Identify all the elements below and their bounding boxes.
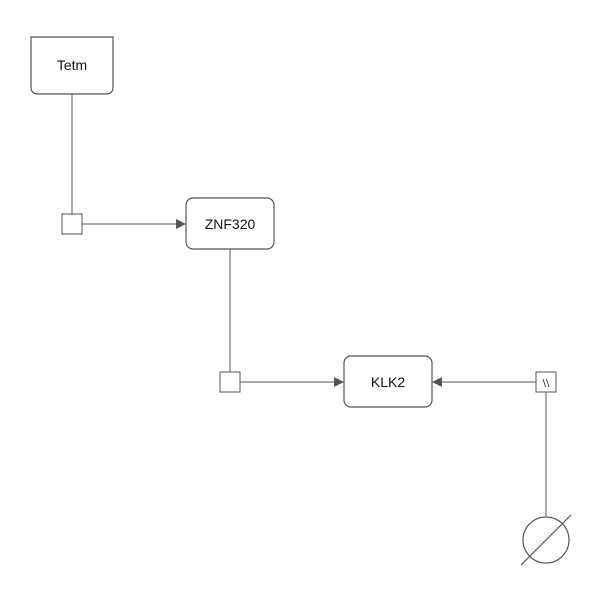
node-znf320-label: ZNF320	[205, 216, 256, 232]
node-klk2-shape	[343, 355, 433, 408]
node-tetm-label: Tetm	[57, 57, 87, 73]
node-znf320-shape	[185, 197, 275, 250]
source-sink-slash	[520, 514, 572, 566]
node-klk2-label: KLK2	[371, 374, 405, 390]
node-klk2[interactable]: KLK2	[343, 355, 433, 408]
source-sink-node[interactable]	[520, 514, 572, 566]
node-tetm[interactable]: Tetm	[30, 36, 114, 95]
uncertain-process-label: \\	[543, 378, 550, 389]
uncertain-process-shape	[535, 371, 557, 393]
node-znf320[interactable]: ZNF320	[185, 197, 275, 250]
process-node-1[interactable]	[61, 213, 83, 235]
process-node-2[interactable]	[219, 371, 241, 393]
uncertain-process-node[interactable]: \\	[535, 371, 557, 393]
node-tetm-shape	[30, 36, 114, 95]
